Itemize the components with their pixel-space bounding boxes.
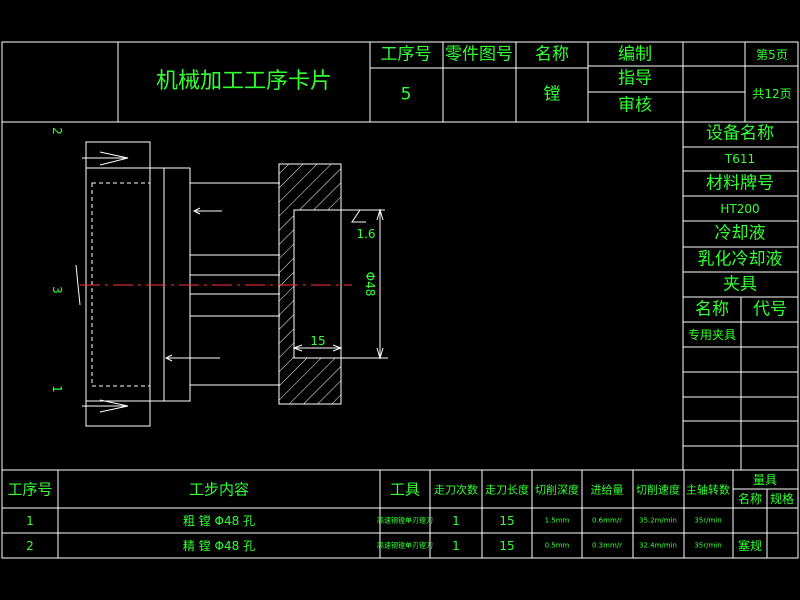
row1-passes: 1 (452, 514, 460, 528)
th-tool: 工具 (389, 480, 421, 499)
th-depth: 切削深度 (535, 483, 579, 497)
card-frame (1, 41, 799, 559)
fixture-name-header: 名称 (695, 299, 729, 320)
row2-no: 2 (26, 539, 34, 553)
row2-content: 精 镗 Φ48 孔 (182, 539, 256, 553)
header-name: 名称 (535, 44, 569, 65)
equipment-label: 设备名称 (706, 123, 774, 144)
th-step-no: 工序号 (7, 480, 53, 499)
card-title: 机械加工工序卡片 (155, 69, 333, 94)
header-part-no: 零件图号 (445, 44, 513, 65)
th-gauge-name: 名称 (737, 492, 763, 506)
row2-tool: 高速钢镗单刃镗刀 (377, 541, 433, 550)
position-label-bottom: 1 (50, 385, 64, 393)
coolant-label: 冷却液 (714, 223, 766, 244)
th-pass-length: 走刀长度 (485, 483, 529, 497)
position-label-mid: 3 (50, 286, 64, 294)
guide-label: 指导 (618, 68, 652, 89)
row1-length: 15 (499, 514, 515, 528)
material-value: HT200 (720, 202, 760, 216)
workpiece-sketch (75, 141, 388, 427)
row1-speed: 35.2m/min (639, 516, 677, 525)
compile-label: 编制 (618, 44, 652, 65)
page-number: 第5页 (756, 48, 788, 62)
row2-length: 15 (499, 539, 515, 553)
page-total: 共12页 (752, 87, 792, 101)
process-no-value: 5 (400, 84, 412, 105)
fixture-name-value: 专用夹具 (687, 328, 737, 342)
row1-tool: 高速钢镗单刃镗刀 (377, 516, 433, 525)
th-gauge: 量具 (752, 473, 778, 487)
th-spindle: 主轴转数 (686, 483, 730, 497)
row2-passes: 1 (452, 539, 460, 553)
fixture-label: 夹具 (723, 274, 757, 295)
th-content: 工步内容 (188, 480, 250, 499)
row1-content: 粗 镗 Φ48 孔 (182, 514, 256, 528)
th-gauge-spec: 规格 (769, 492, 795, 506)
row1-spindle: 35r/min (694, 516, 722, 525)
row1-depth: 1.5mm (544, 516, 570, 525)
header-process-no: 工序号 (380, 44, 432, 65)
material-label: 材料牌号 (706, 173, 774, 194)
th-feed: 进给量 (590, 483, 624, 497)
process-name-value: 镗 (543, 84, 561, 105)
row2-feed: 0.3mm/r (591, 541, 623, 550)
row1-no: 1 (26, 514, 34, 528)
row2-gauge-name: 塞规 (737, 539, 763, 553)
roughness-value: 1.6 (356, 227, 376, 241)
length-dimension: 15 (310, 334, 326, 348)
th-speed: 切削速度 (636, 483, 680, 497)
equipment-value: T611 (724, 152, 756, 166)
row1-feed: 0.6mm/r (591, 516, 623, 525)
row2-depth: 0.5mm (544, 541, 570, 550)
diameter-dimension: Φ48 (363, 271, 377, 297)
review-label: 审核 (618, 95, 652, 116)
coolant-value: 乳化冷却液 (697, 249, 783, 270)
row2-speed: 32.4m/min (639, 541, 677, 550)
th-passes: 走刀次数 (434, 483, 478, 497)
fixture-code-header: 代号 (753, 299, 787, 320)
position-label-top: 2 (50, 127, 64, 135)
row2-spindle: 35r/min (694, 541, 722, 550)
